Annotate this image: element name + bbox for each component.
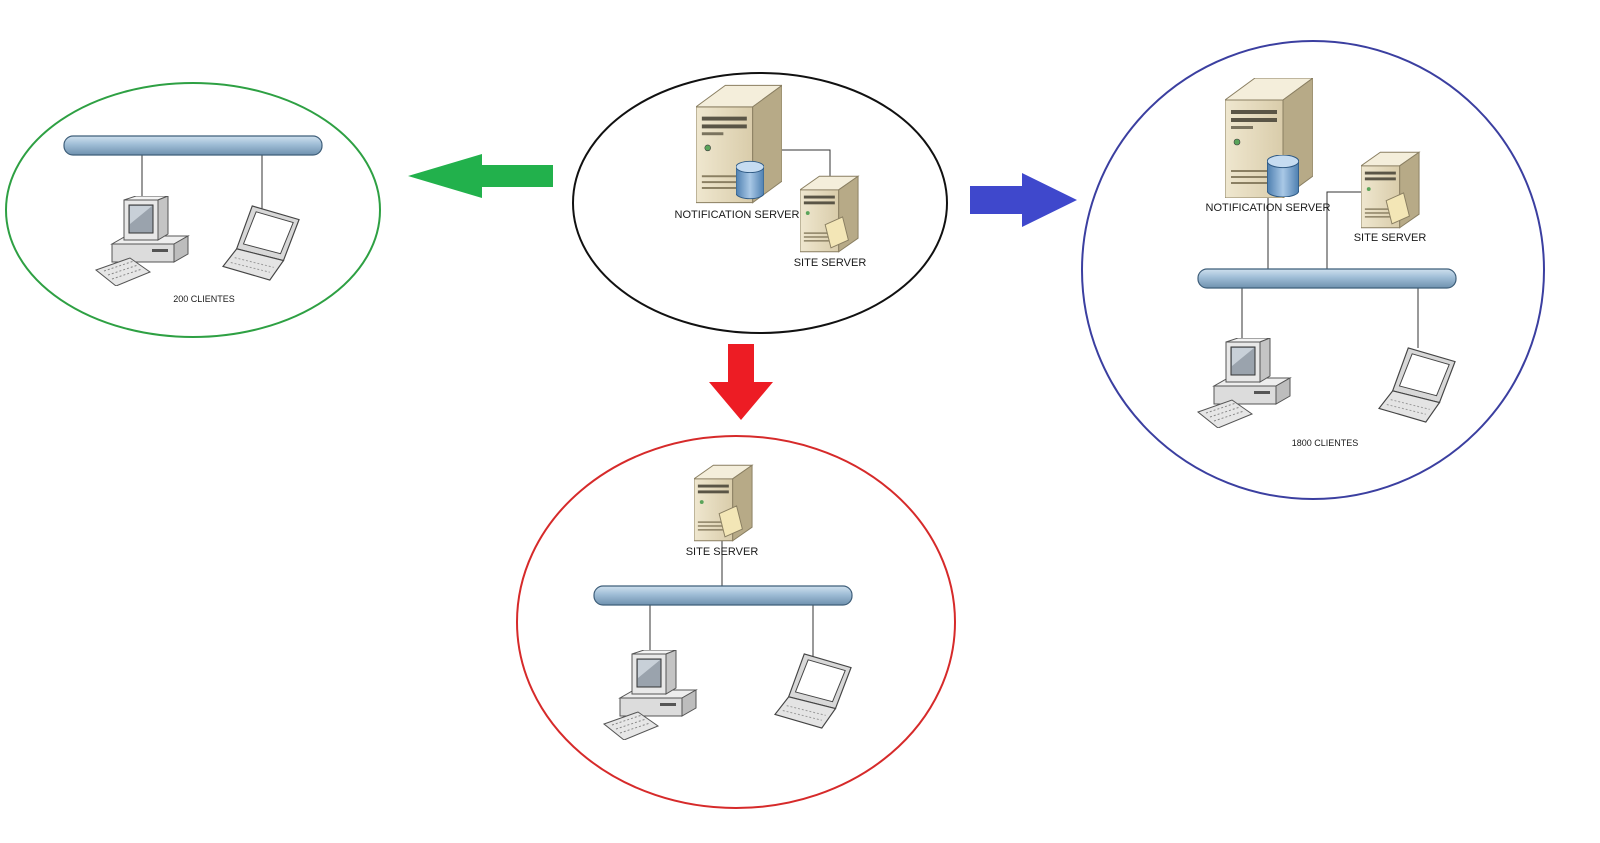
right-site-boundary xyxy=(1081,40,1545,500)
laptop-icon xyxy=(222,205,300,281)
desktop-computer-icon xyxy=(603,650,697,740)
laptop-icon xyxy=(774,653,852,729)
left-clients-label: 200 CLIENTES xyxy=(173,294,235,304)
left-site-boundary xyxy=(5,82,381,338)
right-site-label: SITE SERVER xyxy=(1354,232,1427,244)
right-clients-label: 1800 CLIENTES xyxy=(1292,438,1359,448)
network-bus-icon xyxy=(1197,268,1457,289)
right-site-link xyxy=(1326,191,1377,279)
arrow-left-icon xyxy=(408,154,553,198)
bottom-site: SITE SERVER xyxy=(516,435,956,809)
network-bus-icon xyxy=(63,135,323,156)
central-notification-label: NOTIFICATION SERVER xyxy=(675,209,800,221)
network-bus-icon xyxy=(593,585,853,606)
desktop-computer-icon xyxy=(95,196,189,286)
central-site: NOTIFICATION SERVER SITE SERVER xyxy=(572,72,948,334)
right-site: NOTIFICATION SERVER SITE SERVER 1800 CLI… xyxy=(1081,40,1545,500)
central-site-label: SITE SERVER xyxy=(794,257,867,269)
right-notification-label: NOTIFICATION SERVER xyxy=(1206,202,1331,214)
database-cylinder-icon xyxy=(736,160,764,200)
database-cylinder-icon xyxy=(1267,155,1299,197)
bottom-site-label: SITE SERVER xyxy=(686,546,759,558)
desktop-computer-icon xyxy=(1197,338,1291,428)
left-site: 200 CLIENTES xyxy=(5,82,381,338)
laptop-icon xyxy=(1378,347,1456,423)
arrow-right-icon xyxy=(970,173,1077,227)
bottom-site-boundary xyxy=(516,435,956,809)
site-server-icon xyxy=(800,175,859,253)
arrow-down-icon xyxy=(709,344,773,420)
site-server-icon xyxy=(694,464,753,542)
central-site-boundary xyxy=(572,72,948,334)
site-server-icon xyxy=(1361,151,1420,229)
